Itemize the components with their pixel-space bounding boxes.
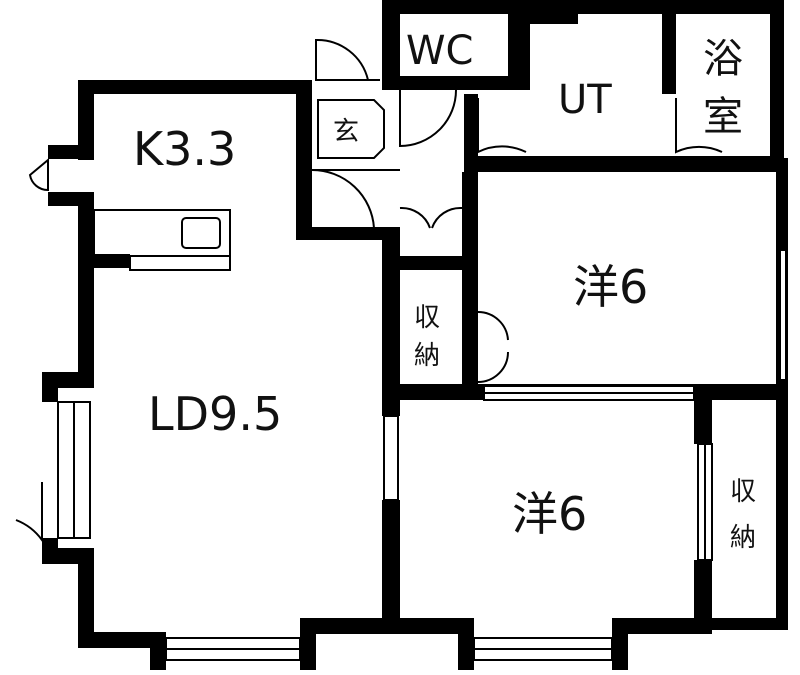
kitchen-label: K3.3 xyxy=(133,122,236,176)
bath-label-line1: 浴 xyxy=(703,36,743,82)
western-room-lower-label: 洋6 xyxy=(512,487,587,541)
toilet-label: WC xyxy=(406,28,473,74)
utility-label: UT xyxy=(558,77,612,123)
ld-side-door-swing xyxy=(15,482,43,544)
doors xyxy=(15,38,723,544)
entrance-door-swing xyxy=(315,38,370,81)
bath-door-swing xyxy=(675,98,723,154)
closet-center-door xyxy=(477,310,509,383)
storage-center-label-line1: 収 xyxy=(414,303,440,333)
bath-label-line2: 室 xyxy=(703,94,743,140)
side-door-swing xyxy=(28,157,49,192)
room-labels: K3.3 LD9.5 洋6 洋6 WC UT 浴 室 玄 収 納 収 納 xyxy=(133,28,756,553)
windows xyxy=(57,249,787,661)
storage-right-label-line1: 収 xyxy=(730,477,756,507)
room-double-door xyxy=(399,206,463,229)
entrance-label: 玄 xyxy=(333,117,359,147)
wc-door-swing xyxy=(399,89,457,148)
storage-center-label-line2: 納 xyxy=(414,341,440,371)
storage-right-label-line2: 納 xyxy=(730,523,756,553)
ld-door-swing xyxy=(311,168,376,229)
western-room-upper-label: 洋6 xyxy=(573,260,648,314)
ut-door-swing xyxy=(477,98,527,154)
living-dining-label: LD9.5 xyxy=(148,387,282,441)
